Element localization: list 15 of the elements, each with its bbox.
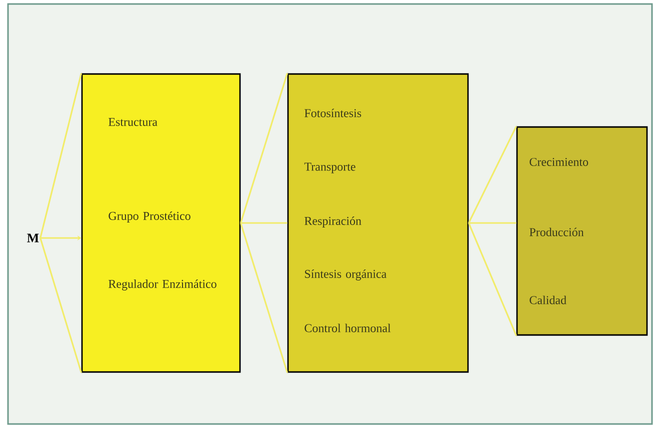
item-label: Estructura [108, 118, 158, 126]
process-box [81, 73, 241, 373]
item-label: Crecimiento [530, 158, 588, 166]
process-box [516, 126, 648, 336]
start-label: M [27, 234, 39, 242]
item-label: Fotosíntesis [304, 108, 362, 118]
item-label: Regulador Enzimático [108, 280, 216, 290]
item-label: Respiración [304, 216, 362, 228]
item-label: Calidad [530, 296, 566, 304]
item-label: Control hormonal [304, 324, 391, 332]
item-label: Transporte [304, 162, 356, 174]
process-box [287, 73, 469, 373]
item-label: Grupo Prostético [108, 212, 190, 222]
item-label: Producción [530, 228, 584, 236]
item-label: Síntesis orgánica [305, 270, 386, 280]
